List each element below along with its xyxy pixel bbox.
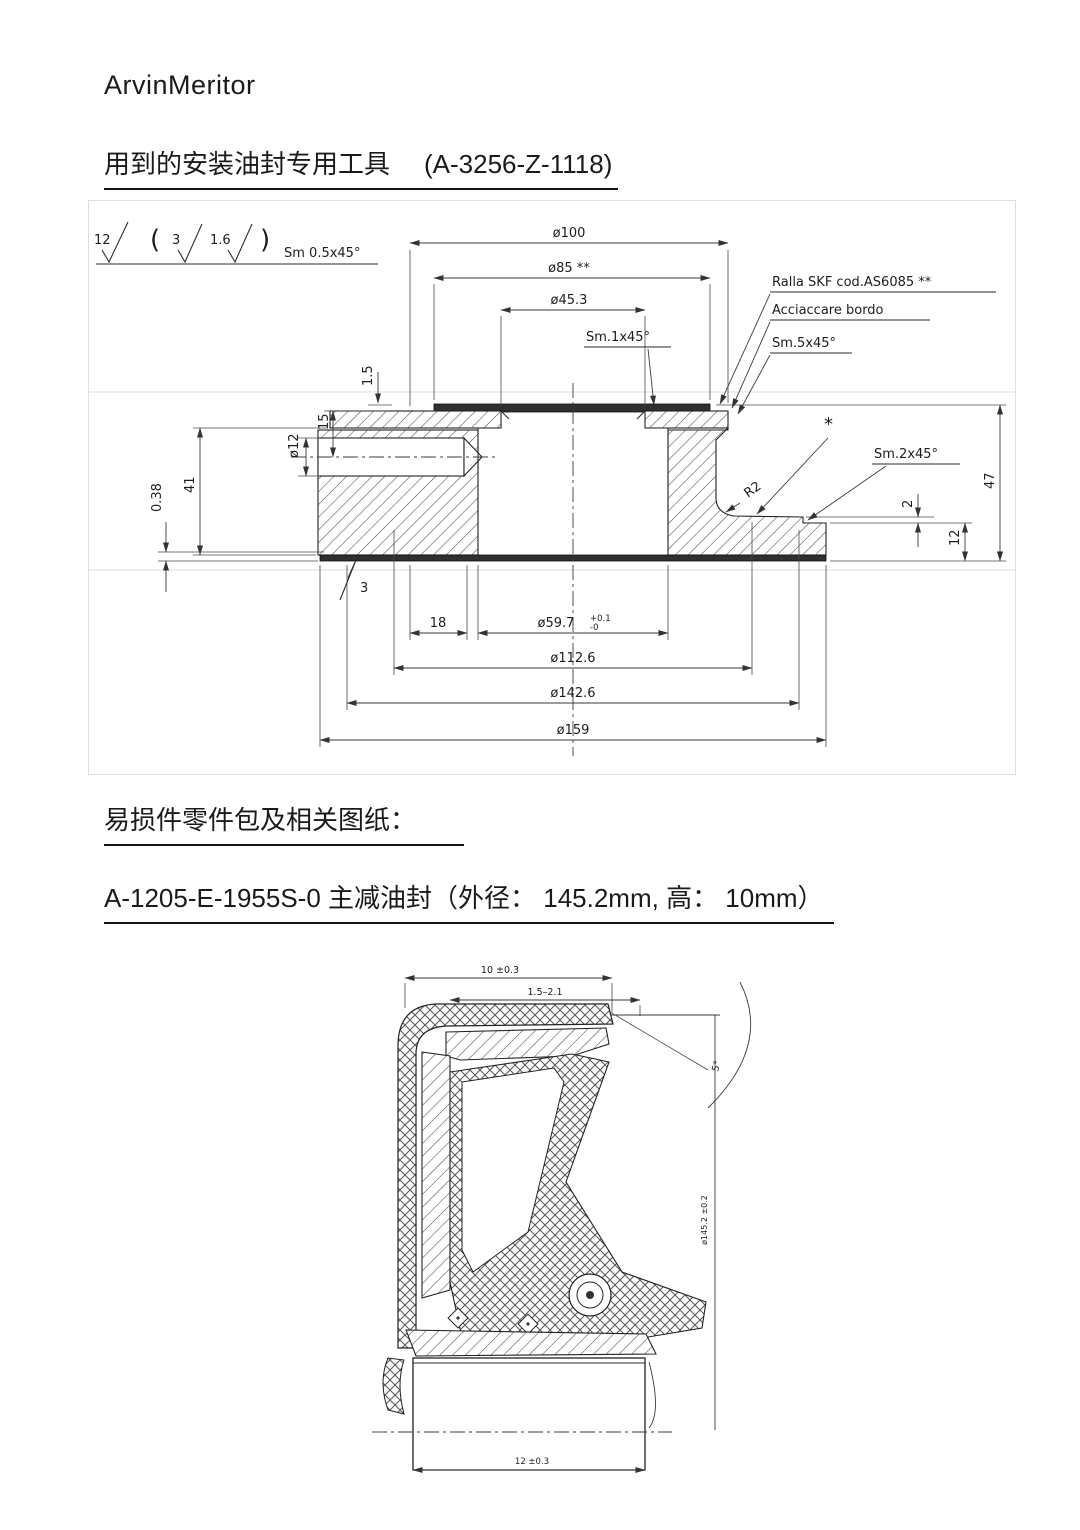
section-heading-spare-parts: 易损件零件包及相关图纸： [104,800,465,846]
section-heading-tool: 用到的安装油封专用工具 (A-3256-Z-1118) [104,144,619,190]
dim-label: 18 [430,616,447,631]
surface-roughness-note: 12 ( 3 1.6 ) Sm 0.5x45° [94,221,378,265]
callout-ralla: Ralla SKF cod.AS6085 ** [719,275,996,405]
callout-label: Sm.2x45° [874,447,938,462]
dim-d142-6: ø142.6 [346,530,800,710]
callout-star: * [756,414,833,515]
paren-open: ( [150,225,160,255]
dim-label: 0.38 [150,483,165,512]
paren-close: ) [260,225,270,255]
dim-d45-3: ø45.3 [500,293,646,406]
scan-frame [88,200,1016,775]
dust-lip [382,1357,405,1415]
dim-label: 2 [901,500,916,508]
dim-label: 1.5–2.1 [528,987,563,998]
callout-acciaccare: Acciaccare bordo [731,303,930,409]
chamfer-note: Sm 0.5x45° [284,246,360,261]
dim-label: ø112.6 [550,651,595,666]
dim-seat-width: 12 ±0.3 [412,1457,646,1473]
dim-label: ø142.6 [550,686,595,701]
dim-tolerance-lower: -0 [590,623,598,633]
dim-2-step: 2 [806,494,934,547]
case-pocket [461,1067,565,1273]
roughness-check-icon [177,223,203,264]
callout-label: Acciaccare bordo [772,303,884,318]
dim-12-rim: 12 [830,522,972,562]
dim-d59-7: ø59.7 +0.1 -0 [477,565,669,640]
dim-15: 15 [317,410,388,458]
dim-label: 5° [710,1060,723,1073]
roughness-check-icon [227,223,253,264]
oil-seal-drawing: 10 ±0.3 1.5–2.1 5° ø145.2 ±0.2 [372,965,752,1473]
callout-r2: R2 [725,479,765,513]
seal-section-geometry [382,1003,707,1415]
callout-sm2x45: Sm.2x45° [807,447,960,521]
section-heading-seal-spec: A-1205-E-1955S-0 主减油封（外径： 145.2mm, 高： 10… [104,878,834,924]
dim-label: 41 [183,476,198,493]
top-plate-left [329,410,502,429]
roughness-check-icon [339,559,357,601]
callout-label: R2 [742,479,765,501]
dim-41: 41 [183,427,328,556]
tool-drawing: 12 ( 3 1.6 ) Sm 0.5x45° [88,200,1016,775]
callout-sm5x45: Sm.5x45° [737,336,852,415]
bottom-surface-check: 3 [339,559,368,601]
dim-label: 12 ±0.3 [515,1457,549,1467]
heading1-chinese: 用到的安装油封专用工具 [104,149,391,179]
dim-label: 47 [983,472,998,489]
callout-label: Ralla SKF cod.AS6085 ** [772,275,932,290]
metal-case-side [421,1051,451,1299]
callout-label: Sm.5x45° [772,336,836,351]
dim-label: ø45.3 [551,293,588,308]
dim-outer-diameter: ø145.2 ±0.2 [700,1195,709,1245]
dim-label: ø59.7 [538,616,575,631]
top-plate-right [644,410,729,429]
dim-label: ø100 [553,226,586,241]
dim-label: ø12 [287,434,302,459]
dim-47: 47 [716,404,1006,562]
dim-label: 12 [948,529,963,546]
callout-label: * [824,414,833,435]
dim-seal-lip: 1.5–2.1 [449,987,641,1016]
dim-label: 1.5 [361,365,376,386]
seal-seat-band [405,1329,657,1357]
roughness-check-icon [101,221,129,264]
callout-label: Sm.1x45° [586,330,650,345]
dim-d12: ø12 [287,434,320,477]
dim-label: ø85 ** [548,261,590,276]
rubber-outer-cover [397,1003,614,1349]
ralla-washer-section [433,403,711,413]
dim-0-38: 0.38 [150,483,324,592]
roughness-value: 3 [360,581,368,596]
roughness-value: 12 [94,233,111,248]
shaft-section: 12 ±0.3 [372,1357,672,1473]
dim-18: 18 [409,565,468,640]
dim-label: 15 [317,413,332,430]
roughness-value: 3 [172,233,180,248]
dim-label: ø159 [557,723,590,738]
dim-seal-angle: 5° [609,981,752,1109]
dim-d159: ø159 [319,565,827,747]
dim-d112-6: ø112.6 [393,522,753,675]
dim-label: 10 ±0.3 [481,965,519,976]
heading1-code: (A-3256-Z-1118) [424,149,613,179]
callout-sm1x45: Sm.1x45° [584,330,671,406]
dim-d85: ø85 ** [433,261,711,400]
metal-case-top [445,1027,610,1061]
page-title: ArvinMeritor [104,70,256,100]
dim-d100: ø100 [409,226,729,406]
dim-1-5: 1.5 [361,365,392,406]
roughness-value: 1.6 [210,233,231,248]
dim-tolerance-upper: +0.1 [590,614,611,624]
break-line [648,1361,656,1429]
